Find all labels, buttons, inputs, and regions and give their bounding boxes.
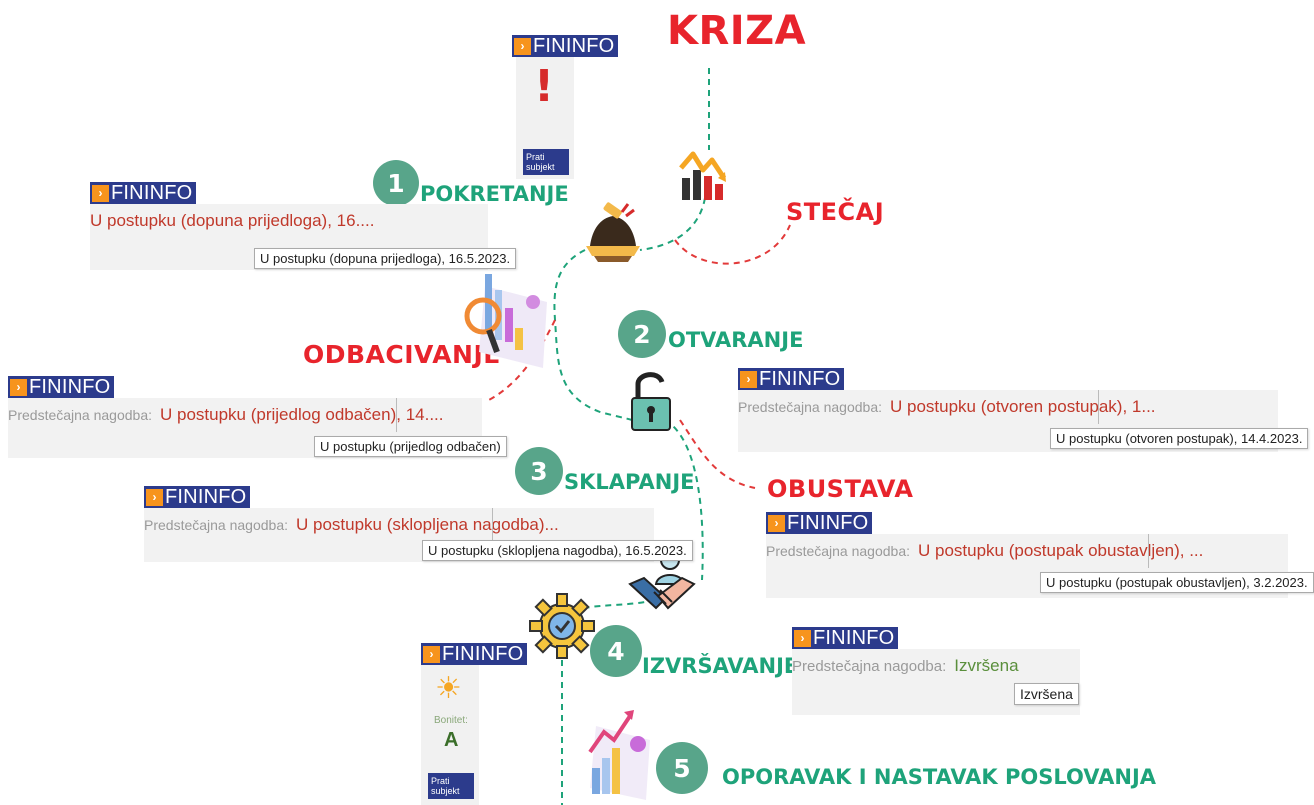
status-label: Predstečajna nagodba:	[144, 517, 288, 533]
fininfo-arrow-icon: ›	[10, 378, 27, 396]
step-3-circle: 3	[515, 447, 563, 495]
prati-subjekt-button-bottom[interactable]: Prati subjekt	[428, 773, 474, 799]
status-label: Predstečajna nagodba:	[8, 407, 152, 423]
card-obustava: Predstečajna nagodba: U postupku (postup…	[766, 534, 1314, 598]
bonitet-label: Bonitet:	[434, 715, 468, 726]
status-tooltip: U postupku (dopuna prijedloga), 16.5.202…	[254, 248, 517, 269]
fininfo-arrow-icon: ›	[146, 488, 163, 506]
status-value: Izvršena	[954, 656, 1019, 675]
title-obustava: OBUSTAVA	[767, 475, 914, 503]
analytics-magnifier-icon	[464, 274, 547, 368]
gear-check-icon	[529, 593, 595, 659]
path-lock-down	[664, 419, 704, 581]
fininfo-arrow-icon: ›	[514, 37, 531, 55]
fininfo-arrow-icon: ›	[423, 645, 440, 663]
path-to-odbacivanje	[484, 319, 556, 403]
title-kriza: KRIZA	[667, 8, 807, 54]
path-crisis-to-bell	[639, 197, 706, 251]
fininfo-logo-odbacivanje: › FININFO	[8, 376, 115, 398]
status-tooltip: U postupku (prijedlog odbačen)	[314, 436, 507, 457]
status-widget-top: ! Prati subjekt	[516, 57, 574, 179]
path-to-obustava	[679, 419, 756, 489]
crisis-chart-icon	[679, 151, 727, 200]
title-odbacivanje: ODBACIVANJE	[303, 340, 501, 369]
step-1-label: POKRETANJE	[420, 182, 569, 206]
fininfo-logo-bottom: › FININFO	[421, 643, 528, 665]
fininfo-logo-pokretanje: › FININFO	[90, 182, 197, 204]
fininfo-logo-izvrsavanje: › FININFO	[792, 627, 899, 649]
fininfo-logo-obustava: › FININFO	[766, 512, 873, 534]
step-5-label: OPORAVAK I NASTAVAK POSLOVANJA	[722, 765, 1157, 789]
title-stecaj: STEČAJ	[786, 198, 885, 226]
bell-icon	[586, 202, 640, 262]
step-1-circle: 1	[373, 160, 419, 206]
fininfo-arrow-icon: ›	[740, 370, 757, 388]
handshake-icon	[628, 550, 696, 610]
status-tooltip: Izvršena	[1014, 683, 1079, 705]
card-izvrsavanje: Predstečajna nagodba: Izvršena Izvršena	[792, 649, 1080, 715]
status-tooltip: U postupku (otvoren postupak), 14.4.2023…	[1050, 428, 1309, 449]
status-line: Predstečajna nagodba: U postupku (sklopl…	[144, 508, 654, 542]
status-value: U postupku (otvoren postupak), 1...	[890, 397, 1156, 416]
card-odbacivanje: Predstečajna nagodba: U postupku (prijed…	[8, 398, 507, 458]
status-value: U postupku (sklopljena nagodba)...	[296, 515, 559, 534]
path-to-stecaj	[674, 224, 791, 265]
status-label: Predstečajna nagodba:	[766, 543, 910, 559]
fininfo-logo-sklapanje: › FININFO	[144, 486, 251, 508]
step-4-label: IZVRŠAVANJE	[642, 654, 799, 678]
step-2-label: OTVARANJE	[668, 328, 804, 352]
card-otvaranje: Predstečajna nagodba: U postupku (otvore…	[738, 390, 1309, 452]
column-divider	[1148, 534, 1149, 568]
status-label: Predstečajna nagodba:	[792, 657, 947, 675]
prati-subjekt-button-top[interactable]: Prati subjekt	[523, 149, 569, 175]
sun-icon: ☀	[435, 672, 462, 705]
status-line: Predstečajna nagodba: Izvršena	[792, 649, 1080, 683]
status-tooltip: U postupku (sklopljena nagodba), 16.5.20…	[422, 540, 693, 561]
step-5-circle: 5	[656, 742, 708, 794]
path-handshake-to-gear	[584, 599, 656, 609]
padlock-icon	[631, 372, 671, 431]
fininfo-arrow-icon: ›	[768, 514, 785, 532]
status-value: U postupku (postupak obustavljen), ...	[918, 541, 1204, 560]
status-line: Predstečajna nagodba: U postupku (postup…	[766, 534, 1288, 568]
column-divider	[396, 398, 397, 432]
status-value: U postupku (prijedlog odbačen), 14....	[160, 405, 444, 424]
step-4-circle: 4	[590, 625, 642, 677]
fininfo-logo-top: › FININFO	[512, 35, 619, 57]
column-divider	[492, 508, 493, 542]
step-2-circle: 2	[618, 310, 666, 358]
status-line: Predstečajna nagodba: U postupku (prijed…	[8, 398, 482, 432]
status-line: Predstečajna nagodba: U postupku (otvore…	[738, 390, 1278, 424]
fininfo-arrow-icon: ›	[794, 629, 811, 647]
card-sklapanje: Predstečajna nagodba: U postupku (sklopl…	[144, 508, 693, 562]
status-tooltip: U postupku (postupak obustavljen), 3.2.2…	[1040, 572, 1314, 593]
bonitet-value: A	[444, 729, 459, 751]
status-widget-bottom: ☀ Bonitet: A Prati subjekt	[421, 665, 479, 805]
growth-chart-icon	[588, 710, 650, 800]
fininfo-arrow-icon: ›	[92, 184, 109, 202]
status-label: Predstečajna nagodba:	[738, 399, 882, 415]
status-line: U postupku (dopuna prijedloga), 16....	[90, 204, 488, 238]
alert-mark: !	[534, 61, 555, 112]
fininfo-logo-otvaranje: › FININFO	[738, 368, 845, 390]
card-pokretanje: U postupku (dopuna prijedloga), 16.... U…	[90, 204, 517, 270]
column-divider	[1098, 390, 1099, 424]
status-value: U postupku (dopuna prijedloga), 16....	[90, 211, 375, 230]
step-3-label: SKLAPANJE	[564, 470, 695, 494]
